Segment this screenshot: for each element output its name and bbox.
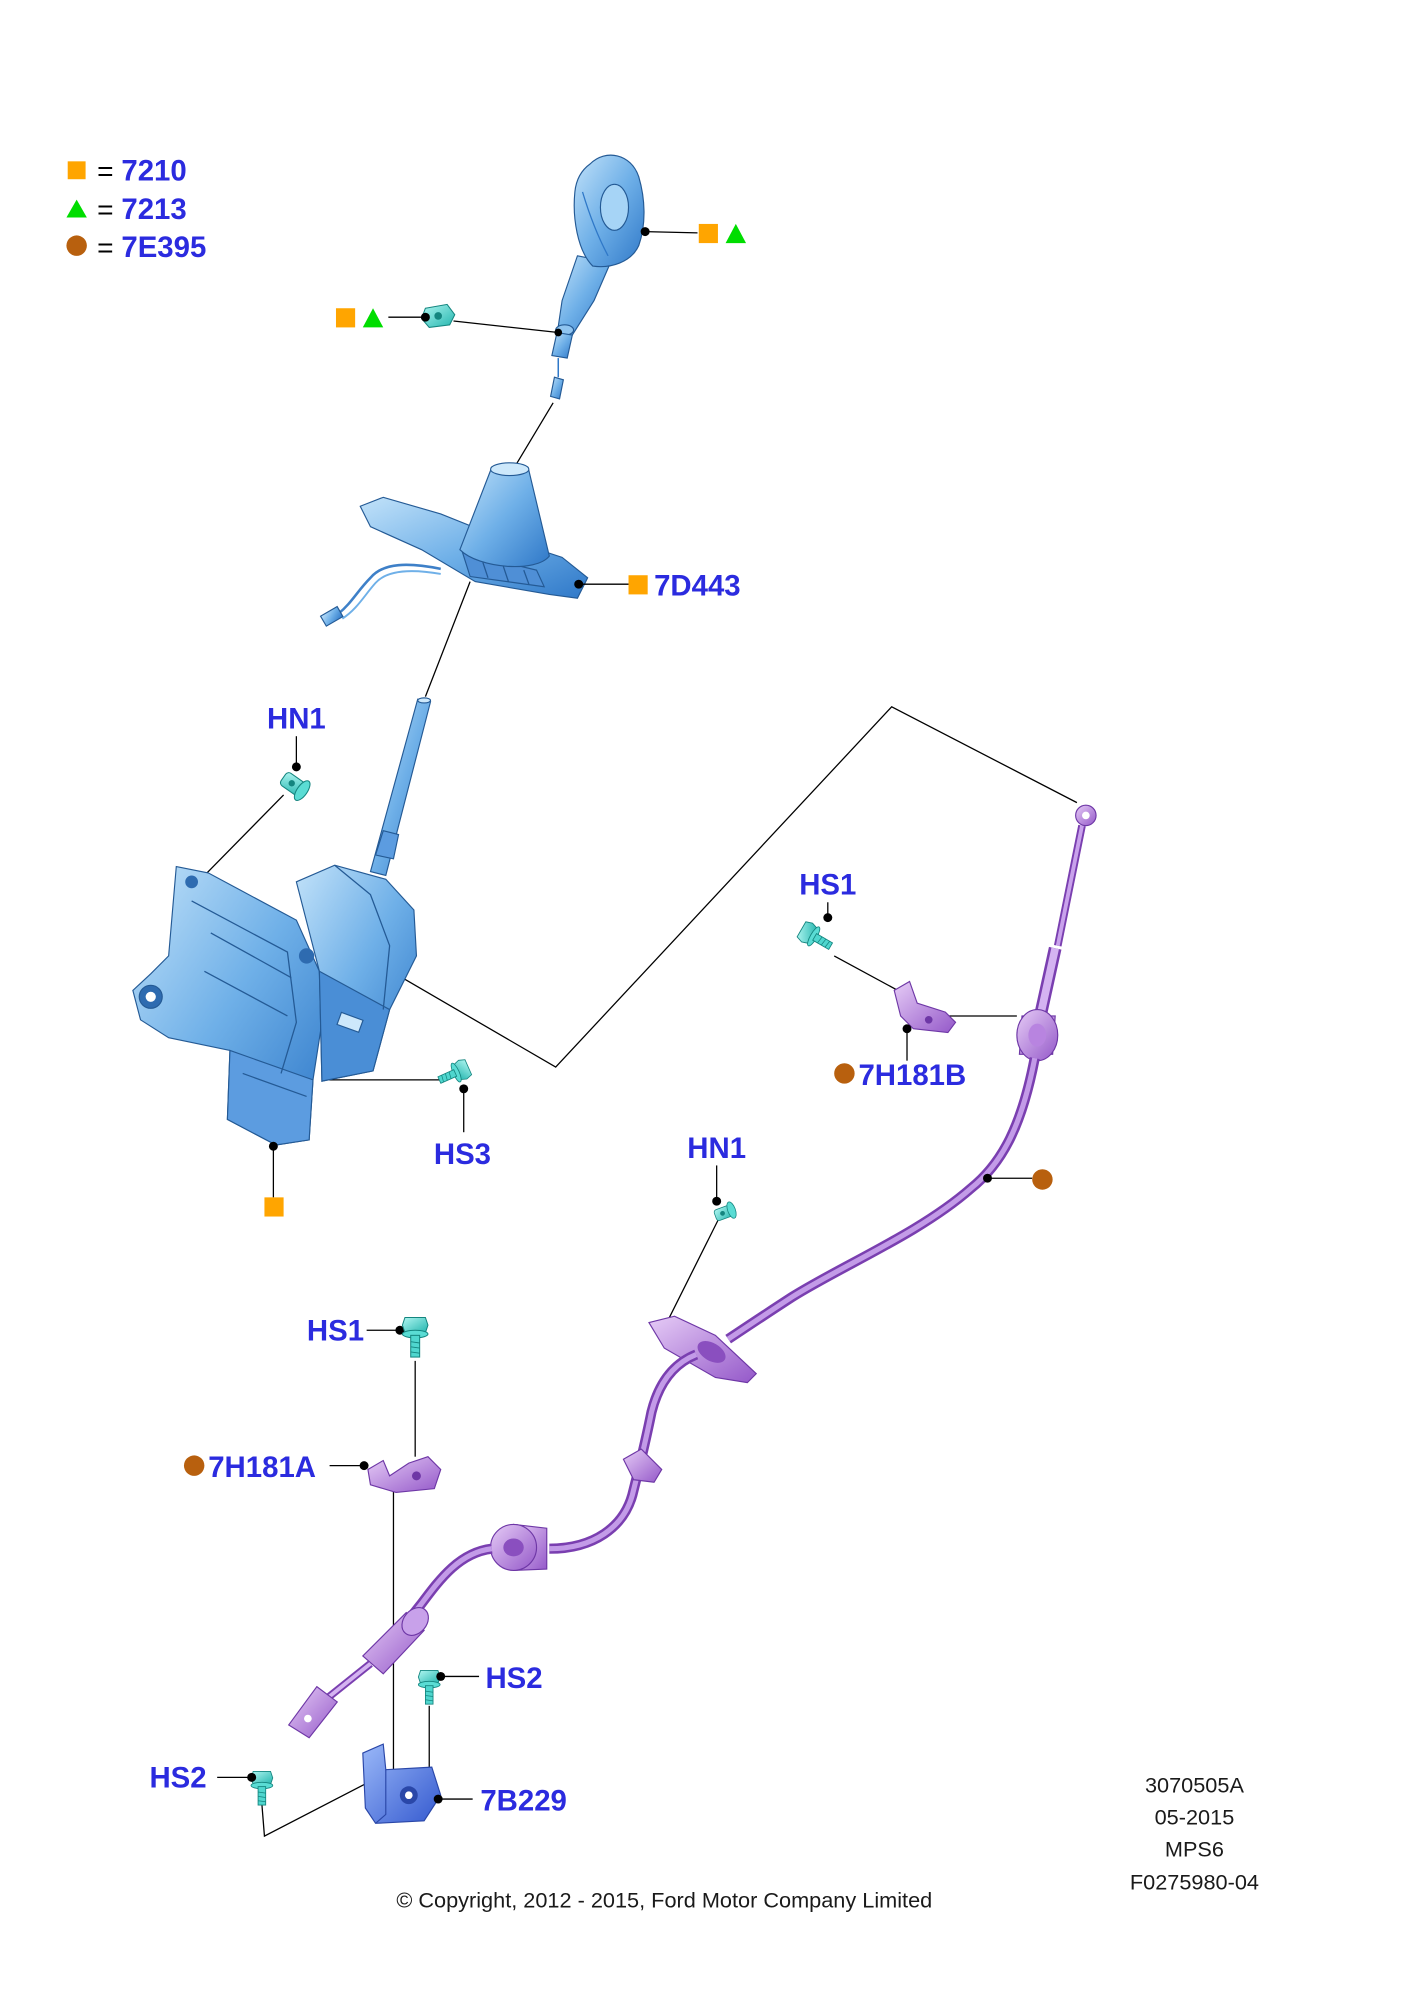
leader-dot [712,1196,722,1206]
bracket-7H181A-callout: 7H181A [183,1451,369,1484]
legend-code-7213: 7213 [121,193,186,226]
brown-circle-icon [66,235,87,256]
knob-pin [549,376,565,400]
orange-square-icon [264,1197,284,1217]
callout-7B229: 7B229 [480,1785,567,1818]
callout-hs1-lower: HS1 [307,1314,364,1347]
legend-code-7210: 7210 [121,154,186,187]
hs3-callout: HS3 [434,1084,491,1171]
knob-retaining-clip [420,303,563,337]
leader-line [424,581,471,697]
knob-callout [640,223,747,244]
orange-square-icon [628,575,648,595]
hs2-right-callout: HS2 [436,1662,543,1695]
callout-hs3: HS3 [434,1138,491,1171]
cable-clip [622,1448,663,1483]
shifter-assembly [132,864,418,1146]
callout-7H181B: 7H181B [858,1059,966,1092]
leader-dot [395,1325,405,1335]
leader-line [514,402,554,467]
green-triangle-icon [362,308,384,328]
hn1-lower-callout: HN1 [687,1132,746,1206]
legend-code-7E395: 7E395 [121,231,206,264]
leader-dot [574,579,584,589]
leader-dot [640,227,650,237]
bracket-7H181B-callout: 7H181B [834,1024,966,1092]
callout-7D443: 7D443 [654,570,741,603]
brown-circle-icon [834,1063,855,1084]
leader-line [666,1220,719,1323]
orange-square-icon [67,161,86,180]
hn1-clip-upper [276,767,314,804]
drawing-date: 05-2015 [1155,1805,1235,1830]
callout-hs2-left: HS2 [149,1762,206,1795]
leader-dot [902,1024,912,1034]
drawing-ref: 3070505A [1145,1773,1244,1798]
callout-hn1-upper: HN1 [267,703,326,736]
shift-knob [549,154,645,400]
cable-callout [983,1169,1053,1190]
leader-line [329,706,1078,1068]
leader-dot [359,1461,369,1471]
hn1-upper-callout: HN1 [267,703,326,772]
assembly-lines [206,320,1078,1838]
cable-end-connector [287,1685,339,1739]
bracket-7H181B [893,980,957,1034]
green-triangle-icon [66,199,87,218]
brown-circle-icon [1032,1169,1053,1190]
shift-boot [319,462,589,627]
hs1-upper-bolt [795,919,837,956]
leader-dot [420,312,430,322]
hs1-lower-callout: HS1 [307,1314,405,1347]
callout-hs2-right: HS2 [485,1662,542,1695]
bracket-7H181A [367,1456,442,1494]
assembly-callout [264,1141,284,1217]
hs3-bolt [434,1057,473,1090]
hs1-lower-bolt [401,1316,429,1358]
callout-hs1-upper: HS1 [799,869,856,902]
boot-callout: 7D443 [574,570,741,603]
hs2-left-callout: HS2 [149,1762,257,1795]
leader-line [206,794,285,874]
leader-line [645,230,698,234]
drawing-info: 3070505A 05-2015 MPS6 F0275980-04 [1130,1773,1259,1895]
drawing-model: MPS6 [1165,1837,1224,1862]
copyright: © Copyright, 2012 - 2015, Ford Motor Com… [396,1888,932,1913]
legend-separator: = [97,194,113,225]
leader-line [261,1779,374,1838]
leader-dot [554,328,563,337]
hs1-upper-callout: HS1 [799,869,856,923]
bracket-7B229 [362,1743,442,1824]
leader-line [453,320,559,334]
green-triangle-icon [725,223,747,244]
harness-connector [319,605,344,627]
selector-cable [287,804,1097,1739]
orange-square-icon [698,223,718,244]
knob-clip-callout [335,308,425,328]
selector-lever-shaft [369,697,432,877]
leader-dot [247,1772,257,1782]
legend: = 7210 = 7213 = 7E395 [66,154,206,264]
orange-square-icon [335,308,356,328]
legend-separator: = [97,232,113,263]
brown-circle-icon [183,1455,205,1476]
bracket-7B229-callout: 7B229 [433,1785,567,1818]
callout-7H181A: 7H181A [208,1451,316,1484]
leader-dot [291,762,301,772]
leader-dot [823,913,833,923]
callout-hn1-lower: HN1 [687,1132,746,1165]
legend-separator: = [97,155,113,186]
drawing-figure-id: F0275980-04 [1130,1870,1259,1895]
